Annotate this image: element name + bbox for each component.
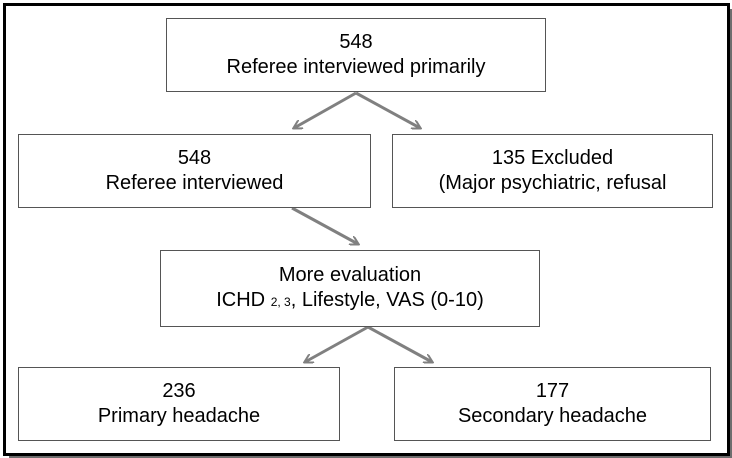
- node-evaluation-rest: , Lifestyle, VAS (0-10): [290, 288, 484, 311]
- node-top-label: Referee interviewed primarily: [226, 56, 486, 78]
- node-secondary-label: Secondary headache: [457, 405, 648, 427]
- node-top: 548 Referee interviewed primarily: [166, 18, 546, 92]
- node-interviewed-label: Referee interviewed: [105, 172, 284, 194]
- arrow-evaluation-to-primary: [305, 325, 369, 362]
- node-excluded-line2: (Major psychiatric, refusal: [438, 172, 667, 194]
- node-excluded-line1: 135 Excluded: [491, 147, 614, 169]
- node-primary: 236 Primary headache: [18, 367, 340, 441]
- node-evaluation-line2: ICHD 2, 3, Lifestyle, VAS (0-10): [216, 288, 484, 315]
- arrow-evaluation-to-secondary: [367, 325, 432, 362]
- node-primary-label: Primary headache: [97, 405, 261, 427]
- node-excluded: 135 Excluded (Major psychiatric, refusal: [392, 134, 713, 208]
- arrow-interviewed-to-evaluation: [291, 206, 358, 244]
- node-evaluation-ichd: ICHD: [216, 288, 266, 311]
- node-evaluation-line1: More evaluation: [278, 263, 422, 286]
- node-evaluation: More evaluation ICHD 2, 3, Lifestyle, VA…: [160, 250, 540, 327]
- node-primary-count: 236: [162, 380, 196, 402]
- node-interviewed: 548 Referee interviewed: [18, 134, 371, 208]
- node-secondary-count: 177: [535, 380, 570, 402]
- node-evaluation-ichd-sub: 2, 3: [270, 294, 291, 309]
- node-interviewed-count: 548: [177, 147, 212, 169]
- node-top-count: 548: [339, 31, 373, 53]
- node-secondary: 177 Secondary headache: [394, 367, 711, 441]
- arrow-top-to-interviewed: [294, 91, 357, 128]
- arrow-top-to-excluded: [355, 91, 420, 128]
